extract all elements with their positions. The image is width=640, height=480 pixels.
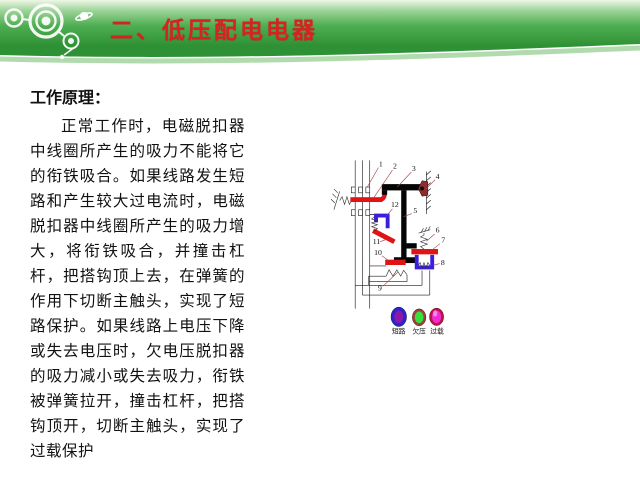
part-label-8: 8: [441, 258, 445, 267]
indicator-lamp-overload: 过载: [429, 307, 444, 335]
main-contacts: [351, 186, 371, 216]
saturn-icon: [75, 12, 93, 21]
lamp-center: [394, 310, 404, 324]
leader-lines: [367, 167, 441, 287]
lamp-label-short-circuit: 短路: [392, 326, 406, 335]
lamp-label-overload: 过载: [430, 326, 444, 335]
header-gradient: [0, 0, 640, 57]
circuit-wires: [355, 214, 431, 296]
part-label-12: 12: [391, 200, 399, 209]
principle-heading: 工作原理：: [30, 90, 111, 107]
indicator-lamp-short-circuit: 短路: [390, 306, 407, 335]
part-label-7: 7: [441, 236, 445, 245]
principle-paragraph: 正常工作时，电磁脱扣器中线圈所产生的吸力不能将它的衔铁吸合。如果线路发生短路和产…: [30, 118, 245, 460]
left-anchor-spring: [330, 188, 352, 210]
part-label-5: 5: [413, 206, 417, 215]
latch-bar: [381, 184, 421, 195]
phase-lines: [354, 160, 371, 309]
part-label-6: 6: [436, 226, 440, 235]
contact-bar-10: [385, 259, 406, 265]
undervoltage-coil: [414, 254, 435, 270]
page-title: 二、低压配电电器: [110, 17, 318, 43]
circles-motif-icon: [4, 3, 80, 60]
lamp-highlight: [432, 310, 438, 317]
part-label-10: 10: [374, 248, 382, 257]
principle-text-block: 工作原理： 正常工作时，电磁脱扣器中线圈所产生的吸力不能将它的衔铁吸合。如果线路…: [30, 84, 245, 464]
pivot-anchor: [417, 170, 431, 215]
lamp-center: [414, 311, 424, 324]
heater-resistor: [385, 269, 408, 277]
part-label-9: 9: [378, 284, 382, 293]
part-label-4: 4: [436, 172, 440, 181]
contact-bar-7: [411, 249, 439, 255]
trip-coil: [370, 213, 390, 232]
indicator-lamp-undervoltage: 欠压: [412, 308, 427, 335]
header-band: [0, 0, 640, 64]
armature: [371, 228, 396, 244]
part-label-11: 11: [373, 237, 381, 246]
part-label-3: 3: [412, 164, 416, 173]
part-number-labels: 1 2 3 4 5 6 7 8 9 10 11 12: [373, 160, 446, 293]
breaker-diagram: 1 2 3 4 5 6 7 8 9 10 11 12 短路: [330, 160, 446, 335]
part-label-2: 2: [393, 162, 397, 171]
part-label-1: 1: [379, 160, 383, 169]
return-spring: [418, 226, 431, 250]
header-underline-wave: [0, 45, 640, 64]
lamp-label-undervoltage: 欠压: [412, 326, 426, 335]
